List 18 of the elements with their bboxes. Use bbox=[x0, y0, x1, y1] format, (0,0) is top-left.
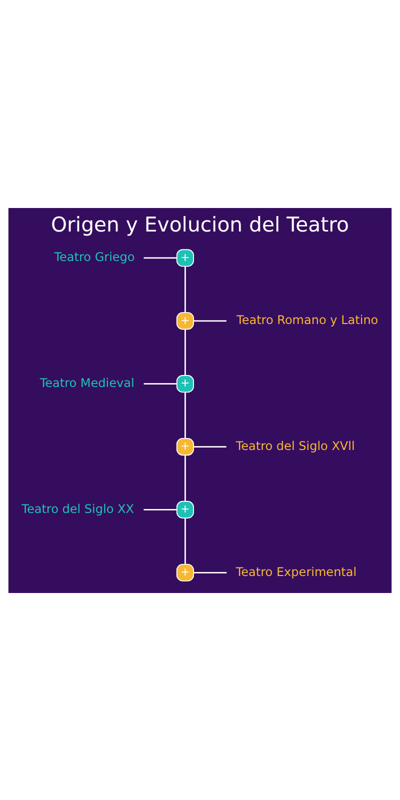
connector bbox=[184, 266, 186, 312]
connector bbox=[184, 328, 186, 375]
connector bbox=[194, 320, 226, 322]
connector bbox=[184, 392, 186, 438]
node-text: Teatro del Siglo XVll bbox=[236, 438, 355, 452]
connector bbox=[194, 446, 226, 447]
node-text: Teatro Experimental bbox=[236, 564, 357, 578]
connector bbox=[194, 571, 227, 573]
diagram-title: Origen y Evolucion del Teatro bbox=[51, 212, 349, 236]
connector bbox=[144, 256, 177, 258]
connector bbox=[184, 454, 186, 501]
node-text: Teatro Griego bbox=[54, 250, 135, 264]
connector bbox=[184, 518, 186, 564]
node-text: Teatro del Siglo XX bbox=[22, 501, 134, 516]
node-text: Teatro Romano y Latino bbox=[236, 312, 378, 327]
connector bbox=[144, 508, 177, 510]
node-text: Teatro Medieval bbox=[40, 375, 134, 390]
connector bbox=[144, 382, 177, 384]
